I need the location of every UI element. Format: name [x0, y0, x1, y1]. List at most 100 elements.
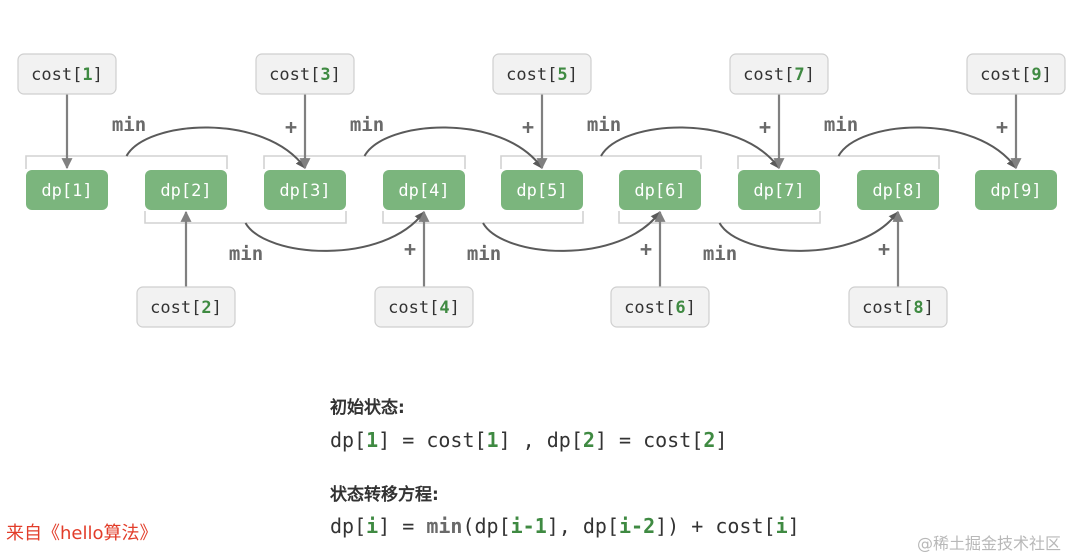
formula-token: i: [366, 514, 379, 538]
cost-label: cost[3]: [269, 65, 341, 85]
dp-box: [26, 170, 108, 210]
watermark: @稀土掘金技术社区: [917, 534, 1062, 553]
nodes: dp[1]cost[1]dp[2]cost[2]dp[3]cost[3]dp[4…: [17, 53, 1066, 328]
formula-token: i-1: [510, 514, 547, 538]
dp-label: dp[1]: [41, 181, 92, 201]
dp-node: dp[1]: [26, 170, 108, 210]
init-heading: 初始状态:: [330, 398, 405, 418]
dp-box: [501, 170, 583, 210]
cost-node: cost[7]: [729, 53, 829, 95]
dp-label: dp[9]: [990, 181, 1041, 201]
transition-formula: dp[i] = min(dp[i-1], dp[i-2]) + cost[i]: [330, 514, 800, 538]
formula-token: i-2: [619, 514, 656, 538]
formula-token: 1: [366, 428, 379, 452]
cost-label: cost[2]: [150, 298, 222, 318]
formula-token: ]: [787, 514, 800, 538]
cost-arrows: [61, 94, 1022, 287]
formula-token: (dp[: [462, 514, 511, 538]
min-label: min: [112, 114, 146, 136]
transition-heading: 状态转移方程:: [330, 485, 439, 505]
cost-node: cost[2]: [136, 286, 236, 328]
climbing-stairs-diagram: dp[1]cost[1]dp[2]cost[2]dp[3]cost[3]dp[4…: [17, 53, 1066, 328]
formula-token: ] = cost[: [378, 428, 487, 452]
min-curve: [125, 126, 306, 169]
formula-token: 2: [703, 428, 716, 452]
cost-node: cost[6]: [610, 286, 710, 328]
cost-box: [848, 286, 948, 328]
init-formula: dp[1] = cost[1] , dp[2] = cost[2]: [330, 428, 727, 452]
cost-label: cost[8]: [862, 298, 934, 318]
pair-bracket: [500, 155, 702, 169]
cost-node: cost[5]: [492, 53, 592, 95]
dp-label: dp[2]: [160, 181, 211, 201]
min-label: min: [587, 114, 621, 136]
cost-box: [610, 286, 710, 328]
plus-label: +: [285, 115, 297, 139]
cost-node: cost[4]: [374, 286, 474, 328]
dp-label: dp[7]: [753, 181, 804, 201]
cost-node: cost[3]: [255, 53, 355, 95]
dp-box: [857, 170, 939, 210]
min-label: min: [467, 243, 501, 265]
min-label: min: [824, 114, 858, 136]
formula-token: min: [426, 514, 463, 538]
formula-token: ]: [715, 428, 728, 452]
dp-node: dp[6]: [619, 170, 701, 210]
dp-box: [383, 170, 465, 210]
min-label: min: [229, 243, 263, 265]
cost-box: [492, 53, 592, 95]
min-label: min: [703, 243, 737, 265]
cost-box: [729, 53, 829, 95]
dp-node: dp[8]: [857, 170, 939, 210]
dp-box: [264, 170, 346, 210]
plus-label: +: [404, 237, 416, 261]
min-curve: [600, 126, 780, 169]
pair-bracket: [25, 155, 228, 169]
dp-label: dp[6]: [634, 181, 685, 201]
min-curve: [837, 126, 1017, 169]
formula-token: 2: [582, 428, 595, 452]
cost-box: [136, 286, 236, 328]
pair-bracket: [144, 211, 347, 224]
dp-node: dp[9]: [975, 170, 1057, 210]
cost-label: cost[1]: [31, 65, 103, 85]
min-curve: [244, 211, 425, 252]
pair-bracket: [618, 211, 821, 224]
dp-label: dp[3]: [279, 181, 330, 201]
dp-label: dp[8]: [872, 181, 923, 201]
plus-label: +: [759, 115, 771, 139]
dp-node: dp[3]: [264, 170, 346, 210]
source-note: 来自《hello算法》: [6, 523, 158, 544]
dp-box: [145, 170, 227, 210]
dp-node: dp[5]: [501, 170, 583, 210]
cost-label: cost[9]: [980, 65, 1052, 85]
formula-token: dp[: [330, 428, 367, 452]
plus-label: +: [996, 115, 1008, 139]
cost-box: [374, 286, 474, 328]
min-curve: [482, 211, 661, 252]
formula-token: ] , dp[: [498, 428, 583, 452]
pair-bracket: [737, 155, 940, 169]
min-curve: [363, 126, 543, 169]
dp-node: dp[2]: [145, 170, 227, 210]
plus-label: +: [640, 237, 652, 261]
plus-label: +: [522, 115, 534, 139]
cost-label: cost[7]: [743, 65, 815, 85]
min-curve: [718, 211, 899, 252]
formula-token: ] =: [378, 514, 427, 538]
dp-box: [738, 170, 820, 210]
formula-token: ], dp[: [546, 514, 620, 538]
dp-node: dp[7]: [738, 170, 820, 210]
formula-token: 1: [486, 428, 499, 452]
cost-box: [966, 53, 1066, 95]
cost-node: cost[9]: [966, 53, 1066, 95]
dp-box: [619, 170, 701, 210]
cost-node: cost[1]: [17, 53, 117, 95]
dp-box: [975, 170, 1057, 210]
cost-label: cost[5]: [506, 65, 578, 85]
cost-box: [255, 53, 355, 95]
cost-box: [17, 53, 117, 95]
pair-bracket: [382, 211, 584, 224]
cost-label: cost[4]: [388, 298, 460, 318]
